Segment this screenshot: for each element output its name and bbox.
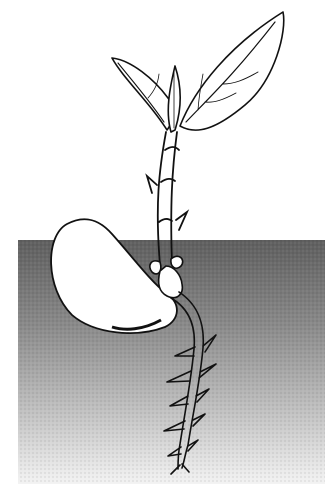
left-leaf xyxy=(112,58,173,130)
leaves xyxy=(112,12,284,132)
